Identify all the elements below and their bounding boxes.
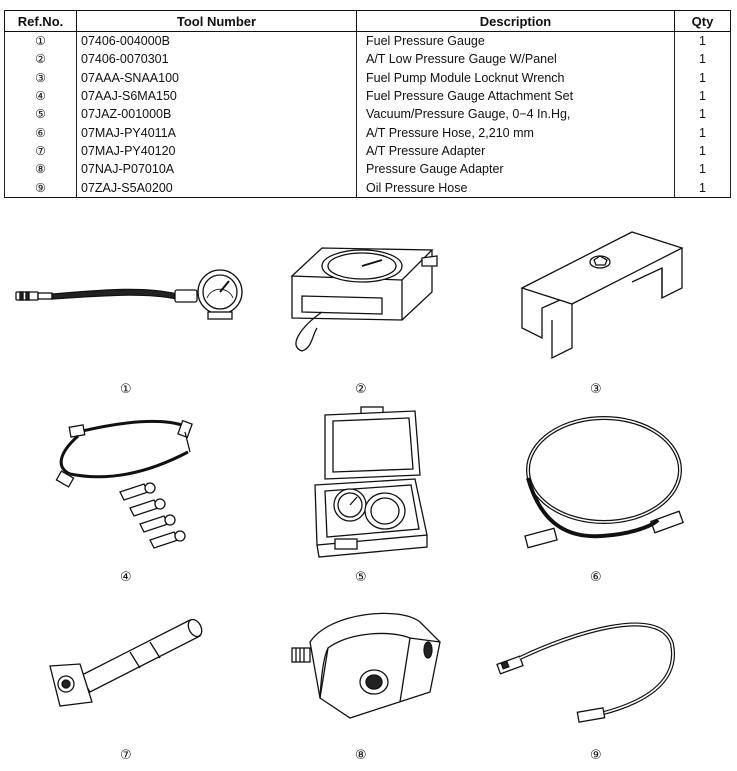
gauge-adapter-block-icon [291, 612, 441, 719]
figure-2-label: ② [355, 382, 367, 397]
figure-fuel-pressure-gauge [12, 268, 252, 348]
fuel-pressure-gauge-icon [15, 269, 243, 320]
description-cell: A/T Low Pressure Gauge W/Panel [356, 50, 675, 69]
ref-no-cell: ① [4, 31, 77, 51]
tool-number-cell: 07NAJ-P07010A [76, 160, 357, 179]
figure-1-label: ① [120, 382, 132, 397]
description-cell: Vacuum/Pressure Gauge, 0−4 In.Hg, [356, 105, 675, 124]
tool-number-cell: 07406-0070301 [76, 50, 357, 69]
ref-no-cell: ③ [4, 68, 77, 87]
figure-coiled-pressure-hose [512, 408, 692, 558]
figure-pressure-adapter [40, 606, 220, 716]
figure-7-label: ⑦ [120, 748, 132, 763]
tool-number-cell: 07JAZ-001000B [76, 105, 357, 124]
qty-cell: 1 [674, 178, 731, 198]
qty-cell: 1 [674, 123, 731, 142]
description-cell: Pressure Gauge Adapter [356, 160, 675, 179]
low-pressure-gauge-panel-icon [290, 247, 438, 352]
description-cell: A/T Pressure Hose, 2,210 mm [356, 123, 675, 142]
figure-oil-pressure-hose [490, 614, 680, 724]
figure-gauge-adapter-block [290, 602, 450, 732]
ref-no-cell: ⑧ [4, 160, 77, 179]
figure-low-pressure-gauge-panel [282, 236, 442, 366]
qty-cell: 1 [674, 86, 731, 106]
description-cell: Fuel Pump Module Locknut Wrench [356, 68, 675, 87]
header-qty: Qty [674, 10, 731, 32]
qty-cell: 1 [674, 31, 731, 51]
tool-number-cell: 07MAJ-PY4011A [76, 123, 357, 142]
tool-number-cell: 07MAJ-PY40120 [76, 141, 357, 161]
locknut-wrench-icon [520, 231, 684, 360]
figure-vacuum-gauge-case [295, 405, 435, 565]
tool-number-cell: 07AAJ-S6MA150 [76, 86, 357, 106]
vacuum-gauge-case-icon [314, 406, 428, 558]
gauge-attachment-set-icon [55, 419, 193, 549]
description-cell: Oil Pressure Hose [356, 178, 675, 198]
ref-no-cell: ⑨ [4, 178, 77, 198]
figure-locknut-wrench [512, 228, 692, 368]
qty-cell: 1 [674, 160, 731, 179]
ref-no-cell: ⑦ [4, 141, 77, 161]
tool-number-cell: 07AAA-SNAA100 [76, 68, 357, 87]
tool-number-cell: 07406-004000B [76, 31, 357, 51]
figure-6-label: ⑥ [590, 570, 602, 585]
qty-cell: 1 [674, 141, 731, 161]
figure-5-label: ⑤ [355, 570, 367, 585]
figure-4-label: ④ [120, 570, 132, 585]
coiled-pressure-hose-icon [524, 416, 684, 549]
ref-no-cell: ④ [4, 86, 77, 106]
oil-pressure-hose-icon [496, 622, 676, 723]
figure-8-label: ⑧ [355, 748, 367, 763]
ref-no-cell: ⑥ [4, 123, 77, 142]
ref-no-cell: ② [4, 50, 77, 69]
qty-cell: 1 [674, 50, 731, 69]
pressure-adapter-icon [49, 618, 203, 707]
header-description: Description [356, 10, 675, 32]
qty-cell: 1 [674, 68, 731, 87]
figure-gauge-attachment-set [30, 412, 230, 562]
header-ref-no: Ref.No. [4, 10, 77, 32]
description-cell: Fuel Pressure Gauge [356, 31, 675, 51]
tool-number-cell: 07ZAJ-S5A0200 [76, 178, 357, 198]
description-cell: Fuel Pressure Gauge Attachment Set [356, 86, 675, 106]
description-cell: A/T Pressure Adapter [356, 141, 675, 161]
figure-9-label: ⑨ [590, 748, 602, 763]
table-header-row: Ref.No. Tool Number Description Qty [4, 10, 731, 32]
qty-cell: 1 [674, 105, 731, 124]
figure-3-label: ③ [590, 382, 602, 397]
ref-no-cell: ⑤ [4, 105, 77, 124]
header-tool-number: Tool Number [76, 10, 357, 32]
